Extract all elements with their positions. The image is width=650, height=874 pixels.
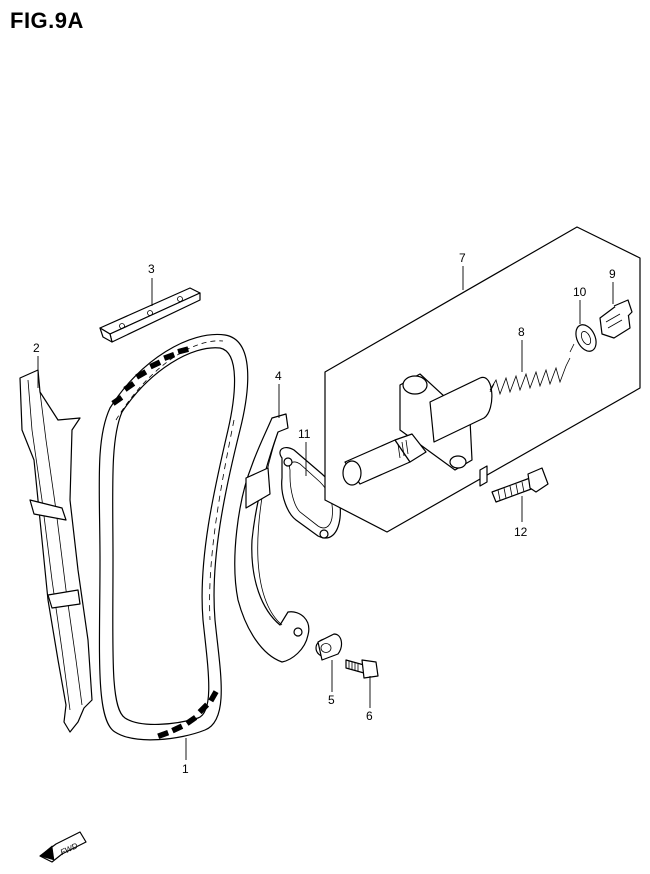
callout-3: 3 — [148, 262, 155, 276]
cap-bolt-part — [599, 299, 633, 339]
forward-arrow-icon: FWD — [39, 831, 87, 863]
cam-chain-part — [98, 333, 249, 741]
callout-11: 11 — [298, 427, 311, 441]
callout-12: 12 — [514, 525, 528, 539]
callout-9: 9 — [609, 267, 616, 281]
small-bolt-part — [345, 659, 379, 679]
callout-4: 4 — [275, 369, 282, 383]
chain-guide-rail-part — [19, 369, 93, 733]
callout-10: 10 — [573, 285, 587, 299]
spacer-collar-part — [315, 633, 343, 661]
tensioner-arm-part — [234, 413, 310, 663]
spring-part — [489, 343, 575, 396]
chain-links-bottom — [157, 690, 219, 739]
chain-guide-plate-part — [99, 287, 201, 343]
callout-6: 6 — [366, 709, 373, 723]
tensioner-body-part — [342, 373, 493, 487]
figure-title: FIG.9A — [10, 8, 84, 33]
callout-2: 2 — [33, 341, 40, 355]
leader-lines — [37, 266, 614, 760]
callout-7: 7 — [459, 251, 466, 265]
callout-5: 5 — [328, 693, 335, 707]
bolt-part — [491, 467, 549, 503]
gasket-part — [279, 446, 341, 539]
washer-part — [575, 324, 597, 352]
callout-1: 1 — [182, 762, 189, 776]
chain-links-top — [111, 346, 189, 406]
callout-8: 8 — [518, 325, 525, 339]
